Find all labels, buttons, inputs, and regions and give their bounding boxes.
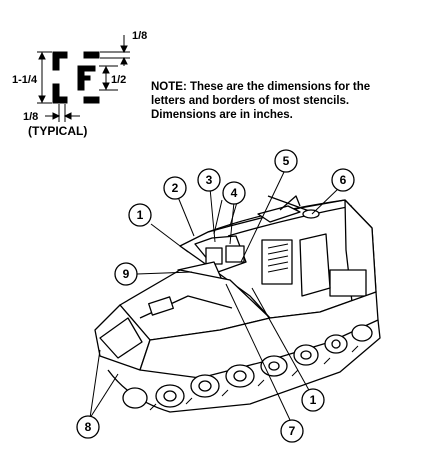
svg-text:3: 3 — [206, 173, 213, 187]
dim-label-border-gap: 1/8 — [23, 111, 38, 123]
callout-1-upper: 1 — [128, 203, 152, 227]
svg-text:5: 5 — [283, 154, 290, 168]
svg-text:1: 1 — [310, 393, 317, 407]
callout-5: 5 — [274, 149, 298, 173]
dim-label-letter-height: 1-1/4 — [12, 74, 38, 86]
callout-2: 2 — [163, 176, 187, 200]
dimension-key — [37, 35, 130, 122]
note-line-2: letters and borders of most stencils. — [151, 95, 350, 107]
callout-1-lower: 1 — [301, 388, 325, 412]
svg-text:7: 7 — [289, 424, 296, 438]
note-line-3: Dimensions are in inches. — [151, 109, 293, 121]
svg-text:8: 8 — [85, 420, 92, 434]
callout-4: 4 — [222, 181, 246, 205]
svg-text:2: 2 — [172, 181, 179, 195]
vehicle-illustration — [94, 191, 381, 413]
svg-text:6: 6 — [340, 173, 347, 187]
callout-7: 7 — [280, 419, 304, 443]
svg-text:4: 4 — [231, 186, 238, 200]
callout-leaders — [89, 169, 340, 421]
callout-9: 9 — [114, 262, 138, 286]
dim-label-inner-gap: 1/2 — [111, 74, 126, 86]
callout-3: 3 — [197, 168, 221, 192]
dim-caption-typical: (TYPICAL) — [28, 124, 87, 138]
dim-label-top-gap: 1/8 — [132, 30, 147, 42]
svg-text:9: 9 — [123, 267, 130, 281]
callouts: 1 2 3 4 5 6 9 8 — [76, 149, 355, 443]
note-line-1: NOTE: These are the dimensions for the — [151, 81, 371, 93]
svg-text:1: 1 — [137, 208, 144, 222]
callout-8: 8 — [76, 415, 100, 439]
callout-6: 6 — [331, 168, 355, 192]
dimension-note: NOTE: These are the dimensions for the l… — [151, 80, 436, 122]
